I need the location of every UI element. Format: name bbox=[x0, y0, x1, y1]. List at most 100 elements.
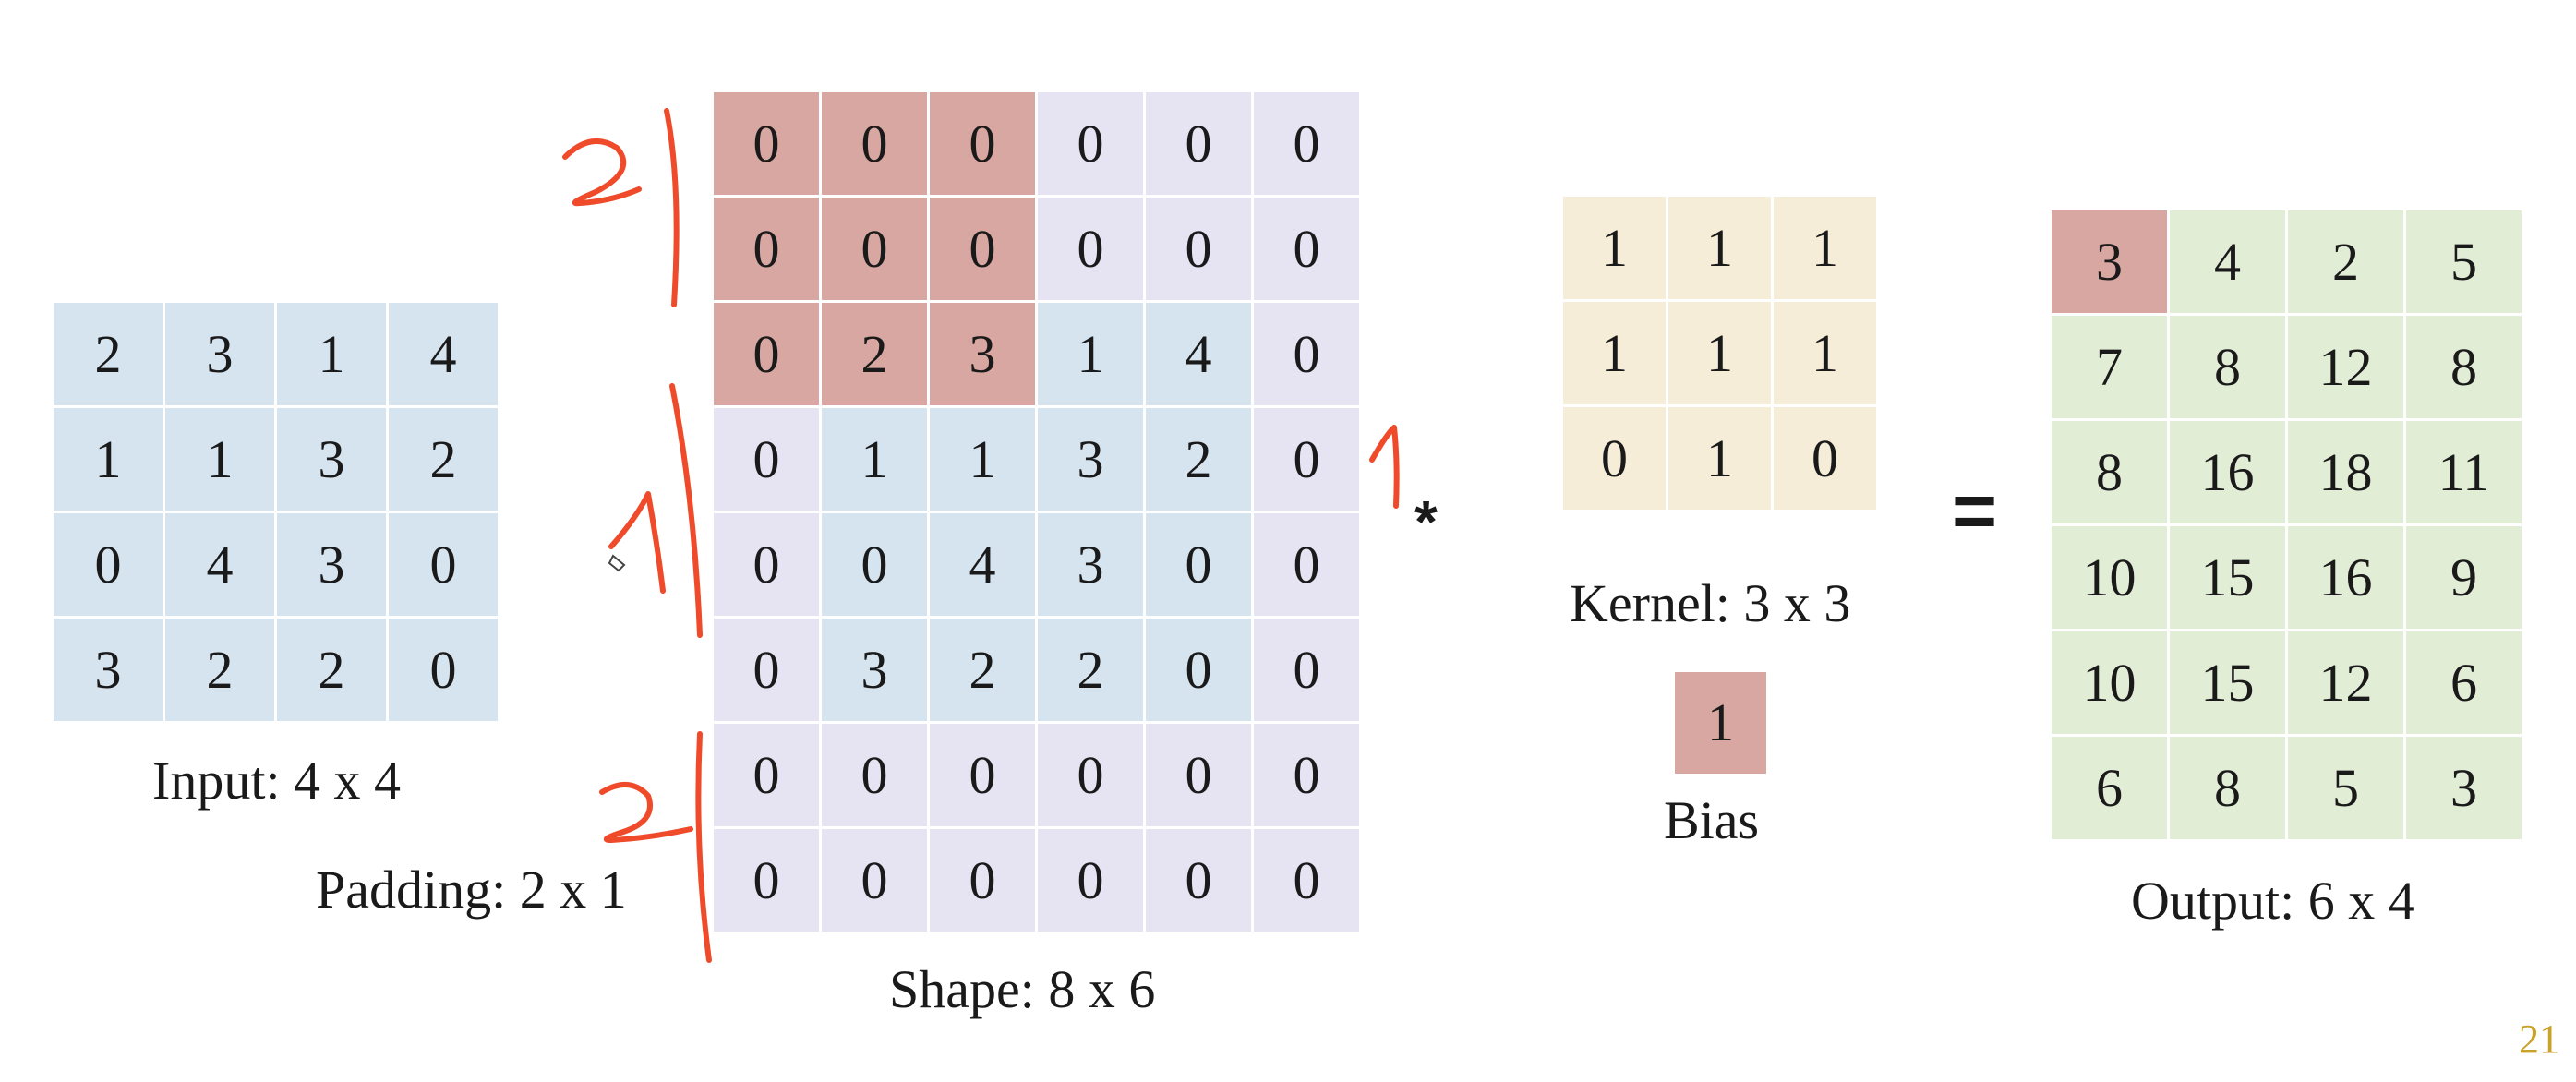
padded-cell: 0 bbox=[822, 724, 927, 826]
input-cell: 0 bbox=[389, 619, 498, 721]
output-cell: 7 bbox=[2052, 316, 2167, 418]
output-cell: 10 bbox=[2052, 526, 2167, 629]
padding-label: Padding: 2 x 1 bbox=[316, 860, 627, 920]
padded-cell: 0 bbox=[1038, 198, 1143, 300]
bottom-padding-bracket bbox=[695, 731, 712, 963]
padded-cell: 0 bbox=[1146, 513, 1251, 616]
padded-cell: 0 bbox=[714, 619, 819, 721]
padded-cell: 0 bbox=[1254, 513, 1359, 616]
padded-cell: 0 bbox=[714, 92, 819, 195]
padded-cell: 0 bbox=[822, 513, 927, 616]
padded-cell: 0 bbox=[930, 92, 1035, 195]
kernel-cell: 1 bbox=[1668, 407, 1771, 510]
output-cell: 4 bbox=[2170, 210, 2285, 313]
input-cell: 2 bbox=[389, 408, 498, 511]
padded-cell: 4 bbox=[1146, 303, 1251, 405]
output-label: Output: 6 x 4 bbox=[2131, 871, 2415, 931]
input-cell: 2 bbox=[165, 619, 274, 721]
padded-cell: 0 bbox=[714, 303, 819, 405]
padded-cell: 3 bbox=[822, 619, 927, 721]
output-cell: 2 bbox=[2288, 210, 2403, 313]
kernel-cell: 1 bbox=[1668, 197, 1771, 299]
kernel-cell: 1 bbox=[1563, 302, 1666, 404]
kernel-cell: 1 bbox=[1668, 302, 1771, 404]
kernel-cell: 1 bbox=[1774, 197, 1876, 299]
output-cell: 3 bbox=[2406, 737, 2522, 839]
middle-bracket bbox=[669, 383, 703, 638]
equals-operator: = bbox=[1952, 467, 1998, 554]
padded-cell: 0 bbox=[1146, 198, 1251, 300]
output-cell: 15 bbox=[2170, 526, 2285, 629]
kernel-cell: 0 bbox=[1774, 407, 1876, 510]
padded-cell: 0 bbox=[1254, 303, 1359, 405]
input-cell: 4 bbox=[389, 303, 498, 405]
slide-number: 21 bbox=[2519, 1016, 2559, 1062]
input-cell: 0 bbox=[54, 513, 163, 616]
padded-cell: 0 bbox=[930, 829, 1035, 932]
bias-cell: 1 bbox=[1675, 672, 1766, 774]
input-cell: 1 bbox=[165, 408, 274, 511]
output-cell: 11 bbox=[2406, 421, 2522, 523]
input-label: Input: 4 x 4 bbox=[152, 751, 402, 811]
output-cell: 12 bbox=[2288, 316, 2403, 418]
padded-cell: 0 bbox=[1146, 829, 1251, 932]
padded-cell: 2 bbox=[1146, 408, 1251, 511]
input-cell: 1 bbox=[277, 303, 386, 405]
padded-cell: 3 bbox=[1038, 408, 1143, 511]
padded-shape-label: Shape: 8 x 6 bbox=[889, 959, 1156, 1019]
output-cell: 6 bbox=[2406, 631, 2522, 734]
input-cell: 0 bbox=[389, 513, 498, 616]
padded-cell: 4 bbox=[930, 513, 1035, 616]
padded-cell: 3 bbox=[930, 303, 1035, 405]
convolution-operator: * bbox=[1414, 488, 1438, 555]
input-cell: 2 bbox=[277, 619, 386, 721]
padded-cell: 1 bbox=[822, 408, 927, 511]
input-cell: 3 bbox=[277, 513, 386, 616]
padded-cell: 0 bbox=[714, 829, 819, 932]
input-cell: 3 bbox=[54, 619, 163, 721]
output-cell: 8 bbox=[2170, 737, 2285, 839]
input-cell: 3 bbox=[165, 303, 274, 405]
padded-cell: 2 bbox=[822, 303, 927, 405]
kernel-cell: 1 bbox=[1774, 302, 1876, 404]
padded-cell: 0 bbox=[1254, 829, 1359, 932]
padded-cell: 1 bbox=[930, 408, 1035, 511]
padded-cell: 0 bbox=[1254, 198, 1359, 300]
padded-cell: 0 bbox=[1146, 619, 1251, 721]
top-padding-digit-2 bbox=[562, 138, 642, 207]
padded-cell: 0 bbox=[1038, 724, 1143, 826]
bias-label: Bias bbox=[1664, 790, 1760, 850]
output-cell: 9 bbox=[2406, 526, 2522, 629]
padded-cell: 0 bbox=[1254, 408, 1359, 511]
top-padding-bracket bbox=[664, 108, 680, 307]
padded-cell: 0 bbox=[822, 92, 927, 195]
input-cell: 4 bbox=[165, 513, 274, 616]
kernel-label: Kernel: 3 x 3 bbox=[1570, 573, 1851, 633]
input-cell: 2 bbox=[54, 303, 163, 405]
padded-cell: 0 bbox=[1254, 724, 1359, 826]
output-cell: 8 bbox=[2170, 316, 2285, 418]
input-cell: 1 bbox=[54, 408, 163, 511]
output-cell: 10 bbox=[2052, 631, 2167, 734]
output-cell: 18 bbox=[2288, 421, 2403, 523]
padded-cell: 0 bbox=[822, 829, 927, 932]
output-cell: 5 bbox=[2288, 737, 2403, 839]
padded-cell: 0 bbox=[1254, 619, 1359, 721]
output-cell: 16 bbox=[2288, 526, 2403, 629]
padded-cell: 3 bbox=[1038, 513, 1143, 616]
padded-cell: 0 bbox=[1146, 92, 1251, 195]
input-cell: 3 bbox=[277, 408, 386, 511]
padded-cell: 0 bbox=[822, 198, 927, 300]
padded-cell: 0 bbox=[1146, 724, 1251, 826]
pen-cursor-icon bbox=[608, 554, 626, 572]
padded-cell: 0 bbox=[714, 724, 819, 826]
padded-cell: 0 bbox=[930, 198, 1035, 300]
output-cell: 16 bbox=[2170, 421, 2285, 523]
output-cell: 3 bbox=[2052, 210, 2167, 313]
padded-cell: 1 bbox=[1038, 303, 1143, 405]
output-cell: 6 bbox=[2052, 737, 2167, 839]
